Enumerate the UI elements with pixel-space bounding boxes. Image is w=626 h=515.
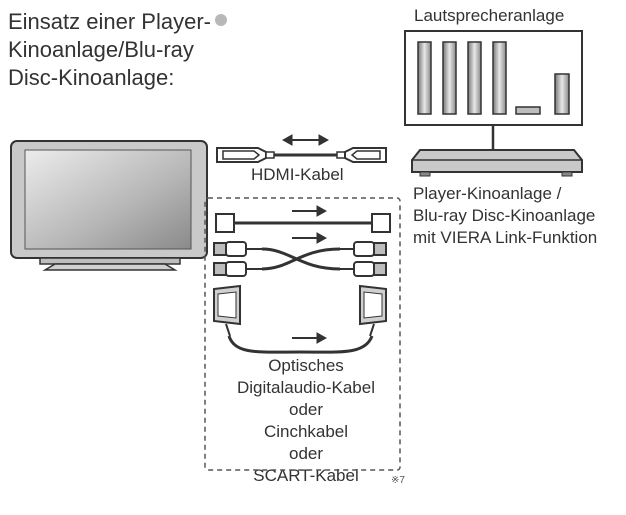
title-line-2: Kinoanlage/Blu-ray xyxy=(8,37,194,62)
cable-option-or-1: oder xyxy=(288,400,324,419)
speaker-system-icon xyxy=(404,30,583,126)
scart-cable-icon xyxy=(213,284,387,354)
hdmi-cable-label: HDMI-Kabel xyxy=(251,165,344,184)
player-device-icon xyxy=(411,149,583,177)
cable-option-scart: SCART-Kabel xyxy=(253,466,359,485)
tv-icon xyxy=(10,140,208,271)
cable-option-cinch: Cinchkabel xyxy=(263,422,349,441)
hdmi-cable-icon xyxy=(216,147,387,163)
cable-option-or-2: oder xyxy=(288,444,324,463)
alternative-cables-box xyxy=(204,197,401,471)
arrow-right-icon xyxy=(292,205,328,217)
cinch-cable-icon xyxy=(213,241,387,277)
player-label: Player-Kinoanlage / Blu-ray Disc-Kinoanl… xyxy=(413,183,597,249)
bullet-dot-icon xyxy=(214,14,227,26)
cable-option-optical-2: Digitalaudio-Kabel xyxy=(237,378,375,397)
speaker-system-label: Lautsprecheranlage xyxy=(414,6,565,25)
title-line-1: Einsatz einer Player- xyxy=(8,9,211,34)
cable-option-optical: Optisches xyxy=(268,356,344,375)
player-label-line-2: Blu-ray Disc-Kinoanlage xyxy=(413,206,596,225)
optical-cable-icon xyxy=(215,213,391,233)
title-line-3: Disc-Kinoanlage: xyxy=(8,65,175,90)
player-label-line-1: Player-Kinoanlage / xyxy=(413,184,562,203)
arrow-right-icon xyxy=(292,232,328,244)
page-title: Einsatz einer Player- Kinoanlage/Blu-ray… xyxy=(8,8,227,92)
cable-options-label: Optisches Digitalaudio-Kabel oder Cinchk… xyxy=(218,355,394,487)
arrow-right-icon xyxy=(292,332,328,344)
player-label-line-3: mit VIERA Link-Funktion xyxy=(413,228,598,247)
bidirectional-arrow-icon xyxy=(281,134,330,146)
footnote-marker: ※7 xyxy=(391,475,405,486)
